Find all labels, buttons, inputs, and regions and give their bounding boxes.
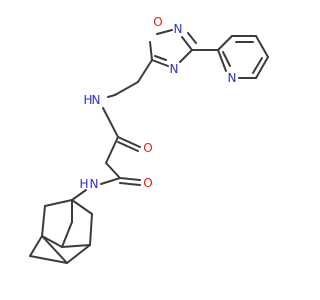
bond	[105, 136, 119, 164]
bond	[217, 35, 233, 51]
bond	[102, 107, 119, 138]
bond	[156, 29, 173, 35]
bond	[100, 177, 121, 185]
ethyl-linker	[114, 59, 153, 96]
bond	[29, 235, 43, 257]
bond	[66, 244, 91, 264]
atom-nitrogen-amide-lower: N	[90, 177, 99, 191]
atom-nitrogen-amide-upper: N	[92, 93, 101, 107]
bond	[117, 136, 141, 148]
bond	[71, 189, 87, 201]
bond	[44, 199, 73, 207]
atom-oxygen-carbonyl-lower: O	[143, 176, 152, 190]
adamantane-cage	[29, 199, 93, 264]
bond	[114, 81, 139, 96]
bond	[187, 32, 197, 44]
bond	[255, 56, 269, 79]
atom-nitrogen-oxadiazole-4: N	[170, 62, 179, 76]
pyridine-ring	[217, 35, 269, 79]
bond	[222, 51, 231, 67]
atom-oxygen-carbonyl-upper: O	[143, 141, 152, 155]
atom-hydrogen-amide-lower: H	[79, 177, 88, 191]
atom-hydrogen-amide-upper: H	[83, 93, 92, 107]
bond	[41, 235, 63, 248]
bond	[252, 57, 263, 74]
atom-oxygen-oxadiazole: O	[153, 15, 162, 29]
bond	[179, 49, 193, 63]
bond	[181, 36, 193, 51]
bond	[151, 59, 169, 67]
molecule-structure: O N N N N H O O H N	[29, 15, 269, 264]
bond	[41, 205, 46, 237]
atom-nitrogen-oxadiazole-2: N	[174, 22, 183, 36]
atom-labels: O N N N N H O O H N	[79, 15, 236, 191]
malonamide-chain	[71, 94, 141, 201]
bond	[154, 55, 167, 61]
bond	[61, 221, 73, 248]
bond	[217, 49, 227, 72]
bond	[29, 255, 68, 264]
bond	[149, 41, 153, 61]
bond	[89, 213, 93, 246]
bond	[61, 244, 91, 248]
atom-nitrogen-pyridine: N	[228, 71, 237, 85]
oxadiazole-ring	[149, 29, 219, 67]
bond	[107, 94, 116, 98]
bond	[105, 162, 121, 179]
bond	[137, 59, 153, 83]
bond	[117, 141, 139, 152]
bond	[41, 235, 68, 264]
bond	[255, 35, 269, 58]
bond	[119, 177, 141, 181]
bond	[71, 199, 93, 215]
bond	[119, 182, 141, 186]
